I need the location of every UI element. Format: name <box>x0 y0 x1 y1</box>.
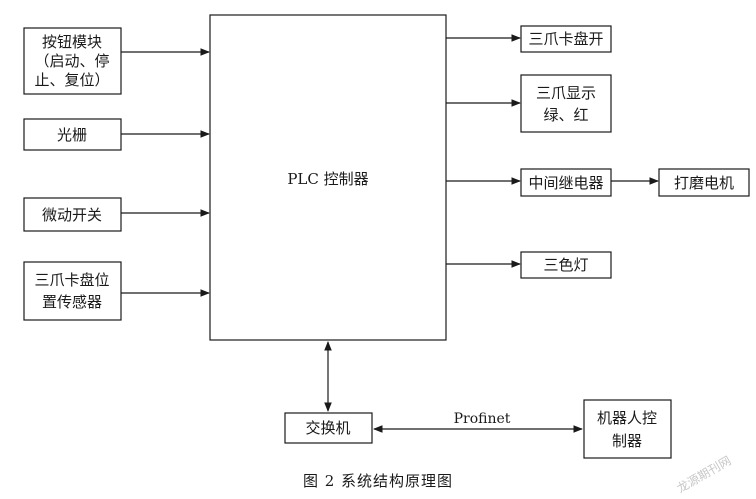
button-module-label-line-1: 按钮模块 <box>42 33 102 51</box>
micro-switch-label: 微动开关 <box>42 206 102 224</box>
chuck-sensor-label-line-1: 三爪卡盘位 <box>34 271 109 289</box>
plc-controller-label: PLC 控制器 <box>287 170 368 188</box>
grinding-motor-box <box>658 168 750 197</box>
button-module-box <box>23 27 122 95</box>
button-module-label-line-2: （启动、停 <box>34 52 109 70</box>
network-switch-label: 交换机 <box>305 419 350 437</box>
figure-caption: 图 2 系统结构原理图 <box>303 472 453 490</box>
chuck-display-label-line-1: 三爪显示 <box>536 84 596 102</box>
plc-controller-box <box>209 14 447 341</box>
robot-controller-box <box>583 399 672 459</box>
chuck-display-box <box>520 74 612 133</box>
chuck-open-box <box>520 25 612 53</box>
grinding-motor-label: 打磨电机 <box>674 174 734 192</box>
light-curtain-box <box>23 118 122 151</box>
micro-switch-box <box>23 197 122 232</box>
robot-controller-label-line-2: 制器 <box>612 432 642 450</box>
relay-label: 中间继电器 <box>528 174 603 192</box>
tricolor-lamp-label: 三色灯 <box>543 256 588 274</box>
watermark-text: 龙源期刊网 <box>675 453 734 495</box>
network-switch-box <box>284 412 373 444</box>
button-module-label-line-3: 止、复位） <box>34 71 109 89</box>
tricolor-lamp-box <box>520 251 612 279</box>
light-curtain-label: 光栅 <box>57 126 87 144</box>
robot-controller-label-line-1: 机器人控 <box>597 409 657 427</box>
chuck-sensor-label-line-2: 置传感器 <box>42 293 102 311</box>
chuck-sensor-box <box>23 261 122 321</box>
chuck-open-label: 三爪卡盘开 <box>528 30 603 48</box>
profinet-label: Profinet <box>454 411 511 427</box>
relay-box <box>520 168 612 197</box>
chuck-display-label-line-2: 绿、红 <box>543 106 588 124</box>
